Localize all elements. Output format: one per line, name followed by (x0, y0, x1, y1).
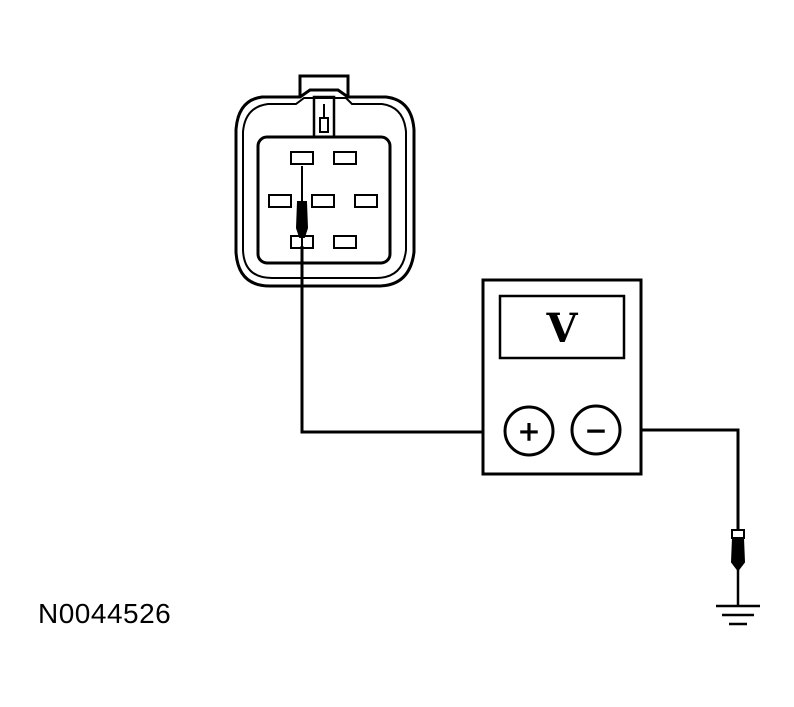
probe-handle-band (731, 529, 745, 539)
negative-terminal (570, 404, 622, 456)
meter-probe-positive (295, 201, 309, 238)
negative-test-lead (620, 428, 740, 532)
pin-cavity (311, 194, 335, 208)
pin-cavity (333, 235, 357, 249)
ground-icon (716, 604, 760, 626)
connector-face (256, 135, 392, 265)
voltmeter-display (498, 294, 626, 360)
pin-cavity (333, 151, 357, 165)
connector-latch-window (319, 117, 329, 133)
pin-cavity (268, 194, 292, 208)
connector-lock-tab (298, 74, 350, 97)
electrical-connector (234, 74, 416, 288)
voltmeter-display-unit: V (545, 305, 578, 352)
positive-terminal-symbol: + (517, 415, 540, 448)
pin-cavities (268, 151, 378, 249)
negative-terminal-symbol: − (584, 414, 607, 447)
positive-terminal (503, 405, 555, 457)
positive-test-lead (300, 246, 506, 434)
pin-cavity (354, 194, 378, 208)
connector-housing-inner (242, 97, 407, 279)
meter-probe-negative (730, 537, 746, 572)
connector-housing-outer (234, 88, 416, 288)
voltmeter: V + − (481, 278, 643, 476)
figure-reference-id: N0044526 (38, 598, 172, 629)
pin-cavity (290, 151, 314, 165)
